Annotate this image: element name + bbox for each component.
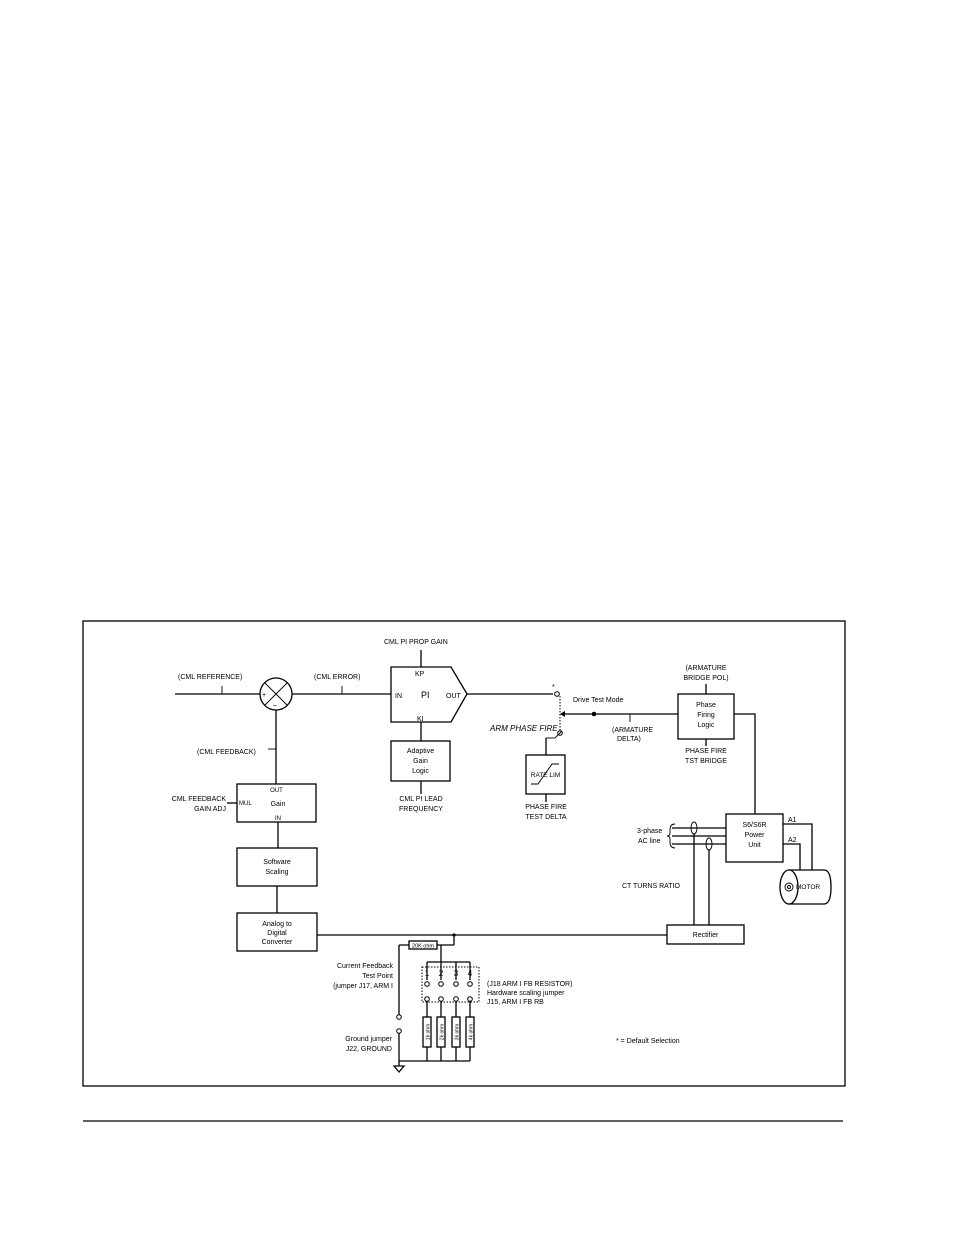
cml-feedback-gain-adj-1: CML FEEDBACK	[172, 796, 227, 803]
phase-fire-test-delta-2: TEST DELTA	[525, 814, 567, 821]
current-feedback-label-2: Test Point	[362, 973, 393, 980]
motor-icon	[779, 869, 832, 905]
ct-turns-ratio-label: CT TURNS RATIO	[622, 883, 681, 890]
gain-mul-label: MUL	[239, 801, 252, 807]
cml-pi-lead-label-2: FREQUENCY	[399, 806, 443, 813]
jumper-j18-outline	[421, 966, 480, 1003]
ground-jumper-label-1: Ground jumper	[345, 1036, 392, 1043]
pi-in-label: IN	[395, 693, 402, 700]
figure-frame	[82, 620, 846, 1087]
phase-firing-line-2: Firing	[697, 712, 715, 719]
j18-label-1: (J18 ARM I FB RESISTOR)	[487, 981, 572, 988]
adaptive-line-1: Adaptive	[407, 748, 434, 755]
default-selection-label: * = Default Selection	[616, 1038, 680, 1045]
motor-label: MOTOR	[796, 884, 820, 891]
ground-jumper-label-2: J22, GROUND	[346, 1046, 392, 1053]
armature-bridge-pol-1: (ARMATURE	[685, 665, 726, 672]
jumper-number-4: 4	[468, 969, 473, 978]
cml-pi-prop-gain-label: CML PI PROP GAIN	[384, 639, 448, 646]
a1-label: A1	[788, 817, 797, 824]
power-unit-line-3: Unit	[748, 842, 761, 849]
jumper-number-2: 2	[439, 969, 444, 978]
gain-center-label: Gain	[271, 801, 286, 808]
adc-line-2: Digital	[267, 930, 287, 937]
software-scaling-line-2: Scaling	[266, 869, 289, 876]
software-scaling-block	[236, 847, 318, 887]
phase-firing-line-1: Phase	[696, 702, 716, 709]
phase-fire-test-delta-1: PHASE FIRE	[525, 804, 567, 811]
j18-label-3: J15, ARM I FB RB	[487, 999, 544, 1006]
jumper-number-3: 3	[454, 969, 459, 978]
armature-delta-label-1: (ARMATURE	[612, 727, 653, 734]
current-feedback-label-1: Current Feedback	[337, 963, 394, 970]
cml-error-label: (CML ERROR)	[314, 674, 360, 681]
phase-fire-tst-bridge-2: TST BRIDGE	[685, 758, 727, 765]
j18-label-2: Hardware scaling jumper	[487, 990, 565, 997]
current-feedback-label-3: (jumper J17, ARM I	[333, 983, 393, 990]
armature-bridge-pol-2: BRIDGE POL)	[683, 675, 728, 682]
phase-firing-line-3: Logic	[698, 722, 715, 729]
three-phase-label-1: 3-phase	[637, 828, 662, 835]
pi-ki-label: KI	[417, 716, 424, 723]
arm-phase-fire-label: ARM PHASE FIRE	[489, 724, 558, 733]
gain-in-label: IN	[275, 816, 281, 822]
ground-icon	[392, 1065, 406, 1074]
pi-out-label: OUT	[446, 693, 462, 700]
rectifier-label: Rectifier	[693, 932, 719, 939]
resistor-20k	[408, 940, 438, 950]
resistor-1k-label: 1k ohm	[426, 1024, 432, 1040]
pi-kp-label: KP	[415, 671, 425, 678]
drive-test-mode-label: Drive Test Mode	[573, 697, 624, 704]
resistor-3k-label: 3k ohm	[455, 1024, 461, 1040]
resistor-4k-label: 4k ohm	[469, 1024, 475, 1040]
summing-junction: + –	[259, 677, 293, 711]
cml-pi-lead-label-1: CML PI LEAD	[399, 796, 442, 803]
phase-fire-tst-bridge-1: PHASE FIRE	[685, 748, 727, 755]
adc-line-1: Analog to	[262, 921, 292, 928]
rate-lim-block	[525, 754, 566, 795]
gain-out-label: OUT	[270, 788, 283, 794]
adaptive-gain-logic-block	[390, 740, 451, 782]
summer-minus-sign: –	[273, 702, 277, 709]
cml-reference-label: (CML REFERENCE)	[178, 674, 242, 681]
adaptive-line-3: Logic	[412, 768, 429, 775]
rate-lim-label: RATE LIM	[531, 772, 561, 779]
resistor-20k-label: 20K ohm	[412, 944, 434, 950]
three-phase-brace	[666, 823, 676, 849]
resistor-2k-label: 2k ohm	[440, 1024, 446, 1040]
adaptive-line-2: Gain	[413, 758, 428, 765]
three-phase-label-2: AC line	[638, 838, 661, 845]
a2-label: A2	[788, 837, 797, 844]
gain-block	[236, 783, 317, 823]
cml-feedback-gain-adj-2: GAIN ADJ	[194, 806, 226, 813]
armature-delta-label-2: DELTA)	[617, 736, 641, 743]
pi-center-label: PI	[421, 690, 430, 700]
cml-feedback-label: (CML FEEDBACK)	[197, 749, 256, 756]
power-unit-line-2: Power	[745, 832, 766, 839]
summer-plus-sign: +	[262, 692, 266, 699]
pi-block: KP IN PI OUT KI	[390, 666, 468, 723]
default-marker: *	[552, 684, 555, 691]
jumper-number-1: 1	[425, 969, 430, 978]
adc-line-3: Converter	[262, 939, 293, 946]
power-unit-block	[725, 813, 784, 863]
a2-line	[783, 843, 801, 872]
firing-signal-line	[734, 713, 756, 814]
software-scaling-line-1: Software	[263, 859, 291, 866]
adc-block	[236, 912, 318, 952]
rate-limit-curve-icon	[531, 763, 559, 785]
power-unit-line-1: S6/S6R	[742, 822, 766, 829]
a1-line	[783, 823, 813, 872]
